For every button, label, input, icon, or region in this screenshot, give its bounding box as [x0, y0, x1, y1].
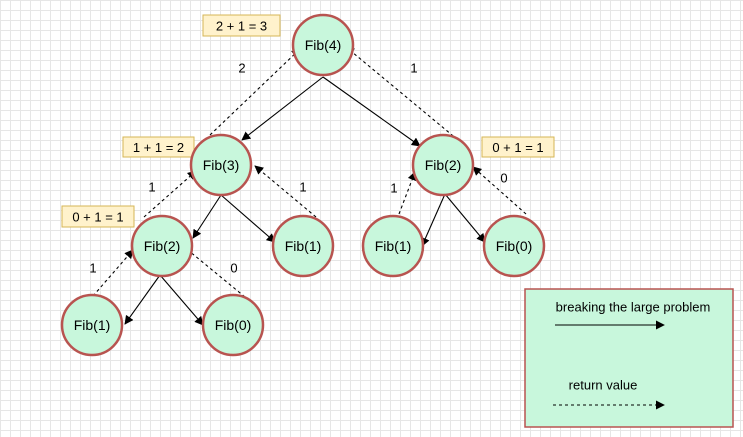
node-fib3: Fib(3) — [189, 133, 253, 197]
call-edge-fib4-fib3 — [241, 76, 324, 141]
legend-call-label: breaking the large problem — [556, 300, 711, 315]
return-value-label: 1 — [299, 180, 306, 195]
return-value-label: 1 — [390, 181, 397, 196]
node-label: Fib(1) — [74, 317, 111, 333]
call-edge-fib2-fib1 — [421, 193, 446, 247]
node-label: Fib(0) — [215, 317, 252, 333]
sum-note-text: 0 + 1 = 1 — [492, 140, 543, 155]
sum-note-text: 1 + 1 = 2 — [133, 140, 184, 155]
return-edge-fib3-fib4 — [209, 48, 301, 136]
return-edge-fib1-fib2 — [398, 171, 417, 215]
sum-note-text: 0 + 1 = 1 — [72, 210, 123, 225]
call-edge-fib4-fib2 — [322, 76, 421, 147]
sum-note-fib2-right: 0 + 1 = 1 — [481, 136, 555, 158]
node-label: Fib(2) — [144, 238, 181, 254]
node-label: Fib(3) — [203, 157, 240, 173]
node-fib2-left: Fib(2) — [130, 214, 194, 278]
return-value-label: 1 — [89, 261, 96, 276]
node-fib2-right: Fib(2) — [411, 133, 475, 197]
node-label: Fib(4) — [305, 37, 342, 53]
node-fib1-bottom: Fib(1) — [60, 293, 124, 357]
node-label: Fib(2) — [425, 157, 462, 173]
call-edge-fib2-fib0 — [444, 193, 486, 243]
legend-return-label: return value — [569, 378, 638, 393]
call-edge-fib2-fib0-bottom — [159, 274, 204, 326]
return-value-label: 0 — [230, 261, 237, 276]
node-fib0-bottom: Fib(0) — [201, 293, 265, 357]
call-edge-fib3-fib2 — [192, 194, 222, 239]
node-fib1-right: Fib(1) — [361, 214, 425, 278]
node-label: Fib(0) — [496, 238, 533, 254]
return-edge-fib2-fib4 — [345, 46, 459, 141]
return-edge-fib1-fib3 — [254, 165, 317, 218]
return-edge-fib0-fib2-bottom — [182, 245, 246, 298]
node-fib4: Fib(4) — [291, 13, 355, 77]
return-value-label: 2 — [238, 61, 245, 76]
sum-note-fib3: 1 + 1 = 2 — [122, 136, 195, 158]
call-edge-fib2-fib1-bottom — [124, 274, 161, 325]
return-value-label: 1 — [148, 180, 155, 195]
sum-note-fib4: 2 + 1 = 3 — [202, 14, 281, 37]
sum-note-text: 2 + 1 = 3 — [216, 19, 267, 34]
sum-note-fib2-left: 0 + 1 = 1 — [61, 205, 135, 228]
return-edge-fib1-fib2-bottom — [92, 249, 134, 297]
legend: breaking the large problem return value — [524, 288, 734, 428]
call-edge-fib3-fib1 — [220, 194, 276, 243]
node-fib1-mid: Fib(1) — [271, 214, 335, 278]
return-value-label: 1 — [410, 61, 417, 76]
node-label: Fib(1) — [285, 238, 322, 254]
node-fib0-right: Fib(0) — [482, 214, 546, 278]
return-value-label: 0 — [500, 171, 507, 186]
node-label: Fib(1) — [375, 238, 412, 254]
